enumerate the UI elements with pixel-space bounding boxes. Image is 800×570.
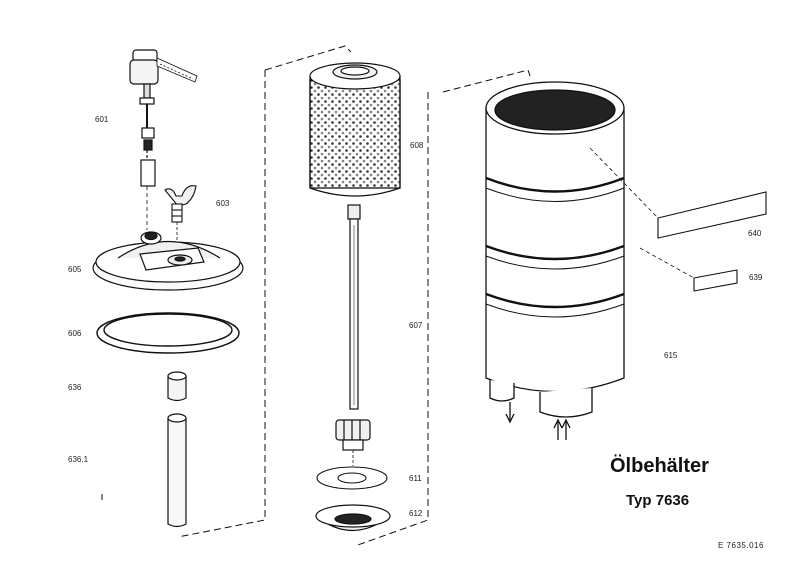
part-number-636: 636 bbox=[68, 383, 82, 392]
drawing-subtitle: Typ 7636 bbox=[626, 492, 690, 509]
label-plate-part-640 bbox=[589, 147, 767, 239]
part-number-636-1: 636.1 bbox=[68, 455, 89, 464]
gasket-ring-part-606 bbox=[96, 312, 240, 354]
dipstick-cap-part-601 bbox=[129, 49, 198, 230]
tube-part-636-1 bbox=[167, 413, 187, 528]
group-bracket-right bbox=[354, 92, 429, 547]
cup-washer-part-612 bbox=[315, 504, 391, 532]
filter-cartridge-part-608 bbox=[309, 62, 401, 197]
part-number-605: 605 bbox=[68, 265, 82, 274]
part-number-606: 606 bbox=[68, 329, 82, 338]
part-number-607: 607 bbox=[409, 321, 423, 330]
wing-nut-part-603 bbox=[164, 185, 197, 245]
part-number-615: 615 bbox=[664, 351, 678, 360]
label-plate-part-639 bbox=[639, 247, 738, 292]
part-number-603: 603 bbox=[216, 199, 230, 208]
part-number-639: 639 bbox=[749, 273, 763, 282]
part-number-612: 612 bbox=[409, 509, 423, 518]
washer-part-611 bbox=[316, 466, 388, 490]
part-number-611: 611 bbox=[409, 474, 422, 483]
drawing-title: Ölbehälter bbox=[610, 455, 709, 477]
document-number: E 7635.016 bbox=[718, 541, 764, 550]
center-bolt-part-607 bbox=[335, 204, 371, 466]
sleeve-part-636 bbox=[167, 371, 187, 402]
cover-lid-part-605 bbox=[92, 231, 244, 291]
group-bracket-left bbox=[177, 70, 266, 538]
part-number-640: 640 bbox=[748, 229, 762, 238]
part-number-601: 601 bbox=[95, 115, 109, 124]
oil-tank-part-615 bbox=[485, 81, 625, 440]
part-number-608: 608 bbox=[410, 141, 424, 150]
